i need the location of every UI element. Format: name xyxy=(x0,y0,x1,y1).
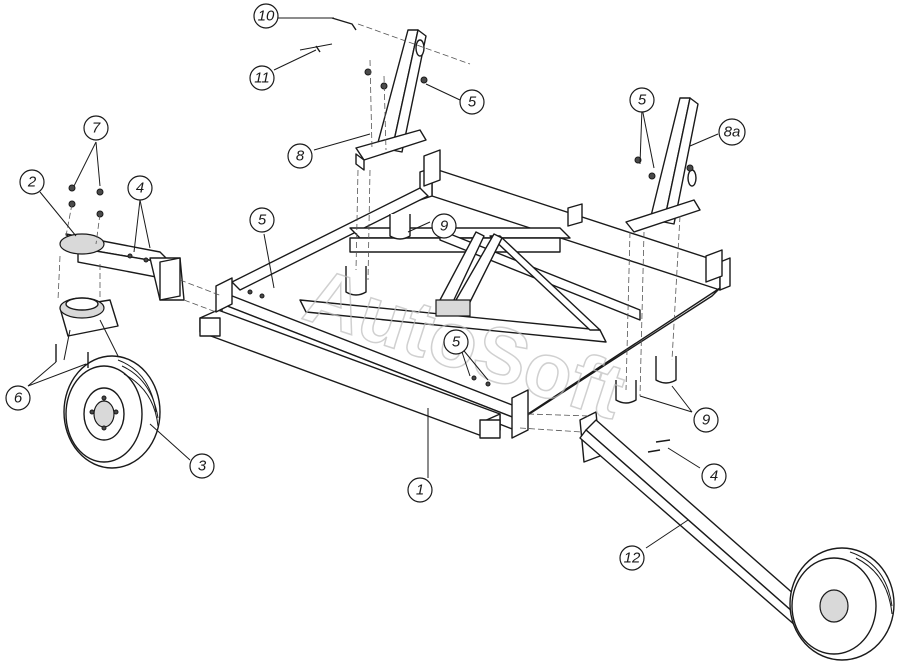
callout-10: 10 xyxy=(253,3,279,29)
callout-4-left: 4 xyxy=(127,175,153,201)
callout-12: 12 xyxy=(619,545,645,571)
callout-label: 5 xyxy=(452,334,461,351)
assembly-guide-lines xyxy=(57,23,681,433)
callout-11: 11 xyxy=(249,65,275,91)
callout-label: 1 xyxy=(416,482,424,499)
handle-pin-and-rod xyxy=(299,17,357,53)
callout-6: 6 xyxy=(5,385,31,411)
callout-2: 2 xyxy=(19,169,45,195)
callout-label: 2 xyxy=(27,174,37,191)
callout-label: 4 xyxy=(710,468,718,485)
callout-label: 7 xyxy=(92,120,101,137)
callout-5-right: 5 xyxy=(629,87,655,113)
callout-label: 5 xyxy=(638,92,647,109)
callout-1: 1 xyxy=(407,477,433,503)
callout-label: 3 xyxy=(198,458,207,475)
callout-label: 8 xyxy=(296,148,305,165)
callout-label: 4 xyxy=(136,180,144,197)
callout-8a: 8a xyxy=(718,118,746,146)
callout-4-right: 4 xyxy=(701,463,727,489)
callout-label: 10 xyxy=(258,8,275,25)
callout-9-center: 9 xyxy=(431,213,457,239)
callout-3: 3 xyxy=(189,453,215,479)
callout-7: 7 xyxy=(83,115,109,141)
callout-label: 5 xyxy=(258,212,267,229)
callout-label: 11 xyxy=(254,70,270,87)
callout-label: 5 xyxy=(468,94,477,111)
callout-label: 6 xyxy=(14,390,23,407)
main-frame xyxy=(199,149,731,439)
pins xyxy=(55,344,89,368)
callout-leaders xyxy=(27,17,719,549)
callout-label: 12 xyxy=(624,550,641,567)
right-stand xyxy=(625,97,701,233)
nuts xyxy=(68,184,104,218)
callout-label: 8a xyxy=(724,124,741,141)
u-bolts xyxy=(345,214,677,404)
callout-5-top: 5 xyxy=(459,89,485,115)
callout-label: 9 xyxy=(440,218,449,235)
left-wheel-assembly xyxy=(59,297,161,469)
drawbar xyxy=(579,411,895,661)
left-axle-beam xyxy=(59,233,185,301)
callout-5-left: 5 xyxy=(249,207,275,233)
callout-label: 9 xyxy=(702,412,711,429)
callout-8: 8 xyxy=(287,143,313,169)
callout-9-right: 9 xyxy=(693,407,719,433)
callout-5-center: 5 xyxy=(443,329,469,355)
left-stand xyxy=(355,29,428,171)
